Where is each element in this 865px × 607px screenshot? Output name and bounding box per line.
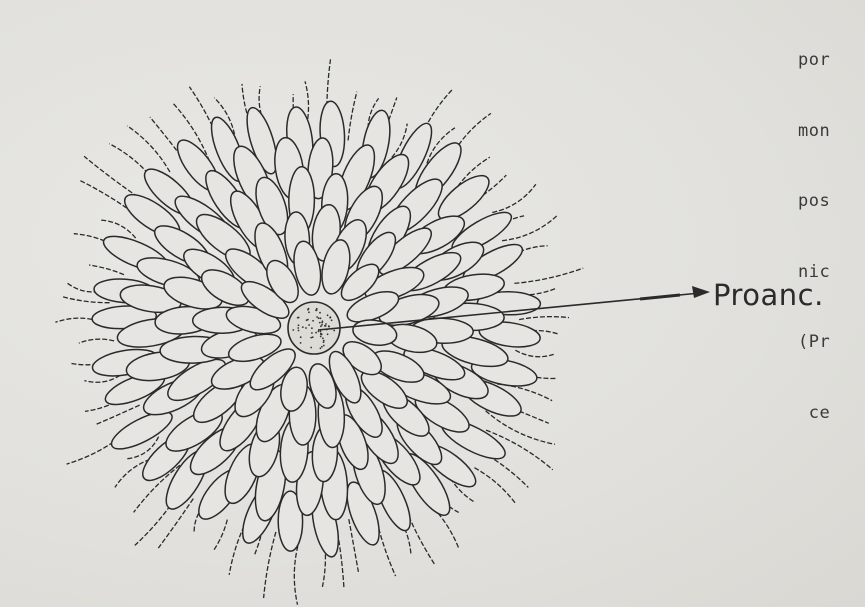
stipple-dot bbox=[298, 324, 300, 326]
hair-stroke bbox=[89, 265, 124, 275]
hair-stroke bbox=[264, 532, 276, 598]
hair-stroke bbox=[519, 317, 569, 320]
stipple-dot bbox=[320, 336, 322, 338]
stipple-dot bbox=[324, 325, 326, 327]
stipple-dot bbox=[300, 342, 302, 344]
stipple-dot bbox=[320, 347, 322, 349]
side-text-line: mon bbox=[798, 120, 841, 144]
stipple-dot bbox=[322, 337, 324, 339]
stipple-dot bbox=[321, 324, 323, 326]
side-text-line: ce bbox=[798, 402, 841, 426]
stipple-dot bbox=[328, 326, 330, 328]
stipple-dot bbox=[300, 336, 302, 338]
stipple-dot bbox=[329, 317, 331, 319]
stipple-dot bbox=[307, 319, 309, 321]
stipple-dot bbox=[311, 332, 313, 334]
hair-stroke bbox=[213, 520, 227, 552]
stipple-dot bbox=[325, 323, 327, 325]
stipple-dot bbox=[327, 333, 329, 335]
stipple-dot bbox=[308, 324, 310, 326]
stipple-dot bbox=[323, 345, 325, 347]
stipple-dot bbox=[297, 327, 299, 329]
stipple-dot bbox=[297, 317, 299, 319]
typed-side-text: por mon pos nic (Pr ce bbox=[798, 2, 841, 472]
stipple-dot bbox=[315, 332, 317, 334]
stipple-dot bbox=[321, 346, 323, 348]
hair-stroke bbox=[348, 92, 357, 141]
stipple-dot bbox=[320, 317, 322, 319]
side-text-line: (Pr bbox=[798, 331, 841, 355]
hair-stroke bbox=[79, 339, 114, 343]
side-text-line: por bbox=[798, 49, 841, 73]
stipple-dot bbox=[323, 340, 325, 342]
stipple-dot bbox=[323, 341, 325, 343]
stipple-dot bbox=[322, 320, 324, 322]
hair-stroke bbox=[515, 350, 553, 357]
stipple-dot bbox=[307, 309, 309, 311]
stipple-dot bbox=[312, 320, 314, 322]
stipple-dot bbox=[321, 333, 323, 335]
hair-stroke bbox=[474, 468, 515, 504]
stipple-dot bbox=[320, 331, 322, 333]
stipple-dot bbox=[327, 314, 329, 316]
stipple-dot bbox=[316, 316, 318, 318]
stipple-dot bbox=[302, 326, 304, 328]
stipple-dot bbox=[315, 309, 317, 311]
stipple-dot bbox=[318, 317, 320, 319]
stipple-dot bbox=[333, 330, 335, 332]
stipple-dot bbox=[298, 330, 300, 332]
stipple-dot bbox=[310, 347, 312, 349]
figure-label: Proanc. bbox=[713, 278, 824, 312]
stipple-dot bbox=[305, 327, 307, 329]
hair-stroke bbox=[100, 220, 136, 238]
stipple-dot bbox=[292, 329, 294, 331]
stipple-dot bbox=[318, 331, 320, 333]
stipple-dot bbox=[331, 319, 333, 321]
side-text-line: pos bbox=[798, 190, 841, 214]
stipple-dot bbox=[308, 311, 310, 313]
hair-stroke bbox=[514, 268, 583, 283]
stipple-dot bbox=[311, 327, 313, 329]
stipple-dot bbox=[319, 312, 321, 314]
stipple-dot bbox=[319, 322, 321, 324]
stipple-dot bbox=[312, 336, 314, 338]
hair-stroke bbox=[492, 184, 536, 212]
stipple-dot bbox=[320, 325, 322, 327]
